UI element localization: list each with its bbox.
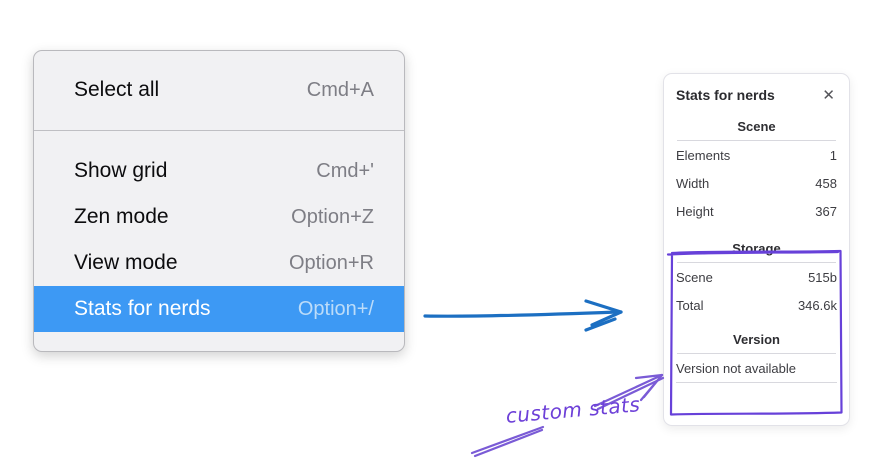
- stat-row-scene-storage: Scene 515b: [676, 263, 837, 291]
- section-header-scene: Scene: [737, 119, 776, 134]
- menu-item-label: Stats for nerds: [74, 297, 211, 320]
- menu-item-select-all[interactable]: Select all Cmd+A: [34, 67, 404, 113]
- stat-value: 346.6k: [797, 297, 837, 313]
- stat-label: Height: [676, 203, 714, 219]
- context-menu: Select all Cmd+A Show grid Cmd+' Zen mod…: [33, 50, 405, 352]
- menu-item-view-mode[interactable]: View mode Option+R: [34, 240, 404, 286]
- menu-item-stats-for-nerds[interactable]: Stats for nerds Option+/: [34, 286, 404, 332]
- menu-item-label: View mode: [74, 251, 178, 274]
- stat-value: 1: [829, 147, 837, 163]
- menu-item-shortcut: Cmd+A: [306, 78, 374, 101]
- menu-item-label: Select all: [74, 78, 160, 101]
- menu-item-show-grid[interactable]: Show grid Cmd+': [34, 148, 404, 194]
- stat-value: 458: [815, 175, 837, 191]
- stat-row-width: Width 458: [676, 169, 837, 197]
- stat-value: 515b: [808, 269, 837, 285]
- close-icon[interactable]: ✕: [822, 86, 835, 104]
- section-divider: [677, 140, 836, 141]
- stat-label: Scene: [676, 269, 713, 285]
- stat-row-elements: Elements 1: [676, 141, 837, 169]
- menu-divider: [34, 130, 404, 131]
- version-note: Version not available: [676, 354, 837, 383]
- stat-label: Total: [676, 297, 704, 313]
- stat-row-height: Height 367: [676, 197, 837, 225]
- menu-item-shortcut: Cmd+': [316, 159, 374, 182]
- section-header-version: Version: [733, 332, 780, 347]
- version-note-text: Version not available: [676, 360, 796, 376]
- menu-item-shortcut: Option+Z: [291, 205, 374, 228]
- menu-item-label: Show grid: [74, 159, 168, 182]
- menu-item-shortcut: Option+/: [297, 297, 374, 320]
- stats-panel-title: Stats for nerds: [676, 87, 775, 103]
- context-menu-section-top: Select all Cmd+A: [34, 51, 404, 130]
- section-header-storage: Storage: [732, 241, 781, 256]
- annotation-arrow: [470, 373, 665, 458]
- stat-value: 367: [815, 203, 837, 219]
- stat-label: Elements: [676, 147, 731, 163]
- annotation-label: custom stats: [504, 392, 642, 428]
- stat-row-total-storage: Total 346.6k: [676, 291, 837, 319]
- flow-arrow: [423, 299, 623, 332]
- stats-panel-header: Stats for nerds ✕: [676, 87, 837, 103]
- stats-panel: Stats for nerds ✕ Scene Elements 1 Width…: [663, 73, 850, 426]
- menu-item-label: Zen mode: [74, 205, 169, 228]
- stat-label: Width: [676, 175, 710, 191]
- menu-item-zen-mode[interactable]: Zen mode Option+Z: [34, 194, 404, 240]
- context-menu-section-bottom: Show grid Cmd+' Zen mode Option+Z View m…: [34, 131, 404, 351]
- menu-item-shortcut: Option+R: [288, 251, 374, 274]
